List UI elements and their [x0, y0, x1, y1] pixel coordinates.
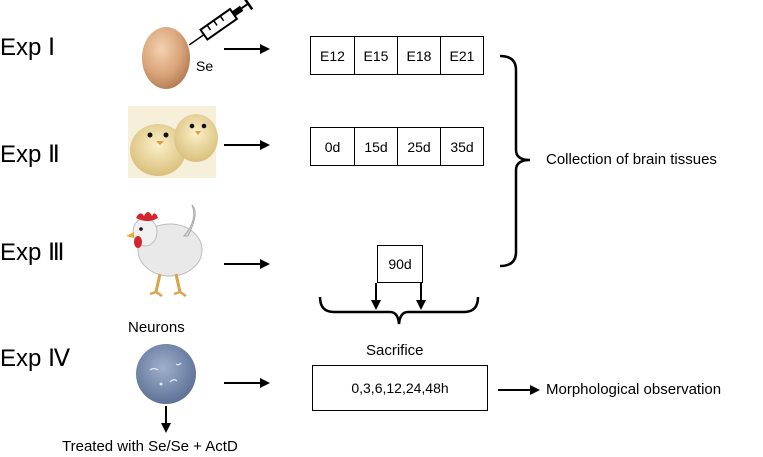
rooster-icon: [126, 204, 203, 298]
morphology-label: Morphological observation: [546, 381, 722, 398]
neurons-label: Neurons: [128, 319, 185, 336]
timepoint-cell: 0d: [324, 138, 341, 155]
sacrifice-label: Sacrifice: [366, 342, 424, 359]
se-injection-label: Se: [196, 58, 214, 74]
exp4-timepoint-box: 0,3,6,12,24,48h: [312, 365, 488, 411]
exp-1-label: Exp Ⅰ: [0, 34, 56, 61]
treatment-label: Treated with Se/Se + ActD: [62, 438, 238, 455]
petri-dish-icon: [136, 344, 196, 404]
exp3-timepoint-box: 90d: [377, 245, 423, 283]
timepoint-cell: E18: [397, 37, 440, 74]
exp-3-label: Exp Ⅲ: [0, 239, 65, 266]
timepoint-cell: 35d: [440, 128, 483, 165]
collection-label: Collection of brain tissues: [546, 151, 717, 168]
syringe-icon: [188, 0, 254, 46]
exp-4-label: Exp Ⅳ: [0, 345, 71, 372]
sacrifice-bracket: [318, 296, 480, 325]
timepoint-cell: E12: [320, 47, 345, 64]
exp2-timepoint-row: 0d 15d 25d 35d: [310, 127, 484, 166]
egg-icon: [142, 27, 190, 89]
timepoint-cell: E21: [440, 37, 483, 74]
exp-2-label: Exp Ⅱ: [0, 141, 60, 168]
timepoint-cell: E15: [354, 37, 397, 74]
right-bracket: [499, 54, 531, 268]
exp1-timepoint-row: E12 E15 E18 E21: [310, 36, 484, 75]
chicks-icon: [128, 106, 218, 178]
timepoint-cell: 15d: [354, 128, 397, 165]
timepoint-cell: 25d: [397, 128, 440, 165]
